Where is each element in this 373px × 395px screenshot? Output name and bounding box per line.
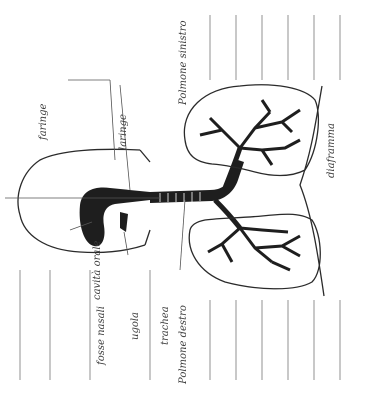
diaphragm-line	[300, 86, 324, 296]
label-diaframma: diaframma	[326, 123, 337, 178]
label-polmone-sinistro: Polmone sinistro	[178, 20, 189, 105]
label-fosse-nasali: fosse nasali	[96, 306, 107, 365]
label-polmone-destro: Polmone destro	[178, 305, 189, 384]
bronchus-lower	[215, 200, 240, 228]
label-cavita-orale: cavità orale	[92, 241, 103, 300]
left-lung-bronchioles	[200, 100, 300, 165]
label-laringe: laringe	[118, 114, 129, 150]
label-ugola: ugola	[130, 312, 141, 340]
label-faringe: faringe	[38, 104, 49, 140]
uvula-shape	[120, 212, 128, 232]
label-trachea: trachea	[160, 306, 171, 345]
right-lung-bronchioles	[208, 228, 300, 270]
left-lung-outline	[184, 85, 318, 176]
